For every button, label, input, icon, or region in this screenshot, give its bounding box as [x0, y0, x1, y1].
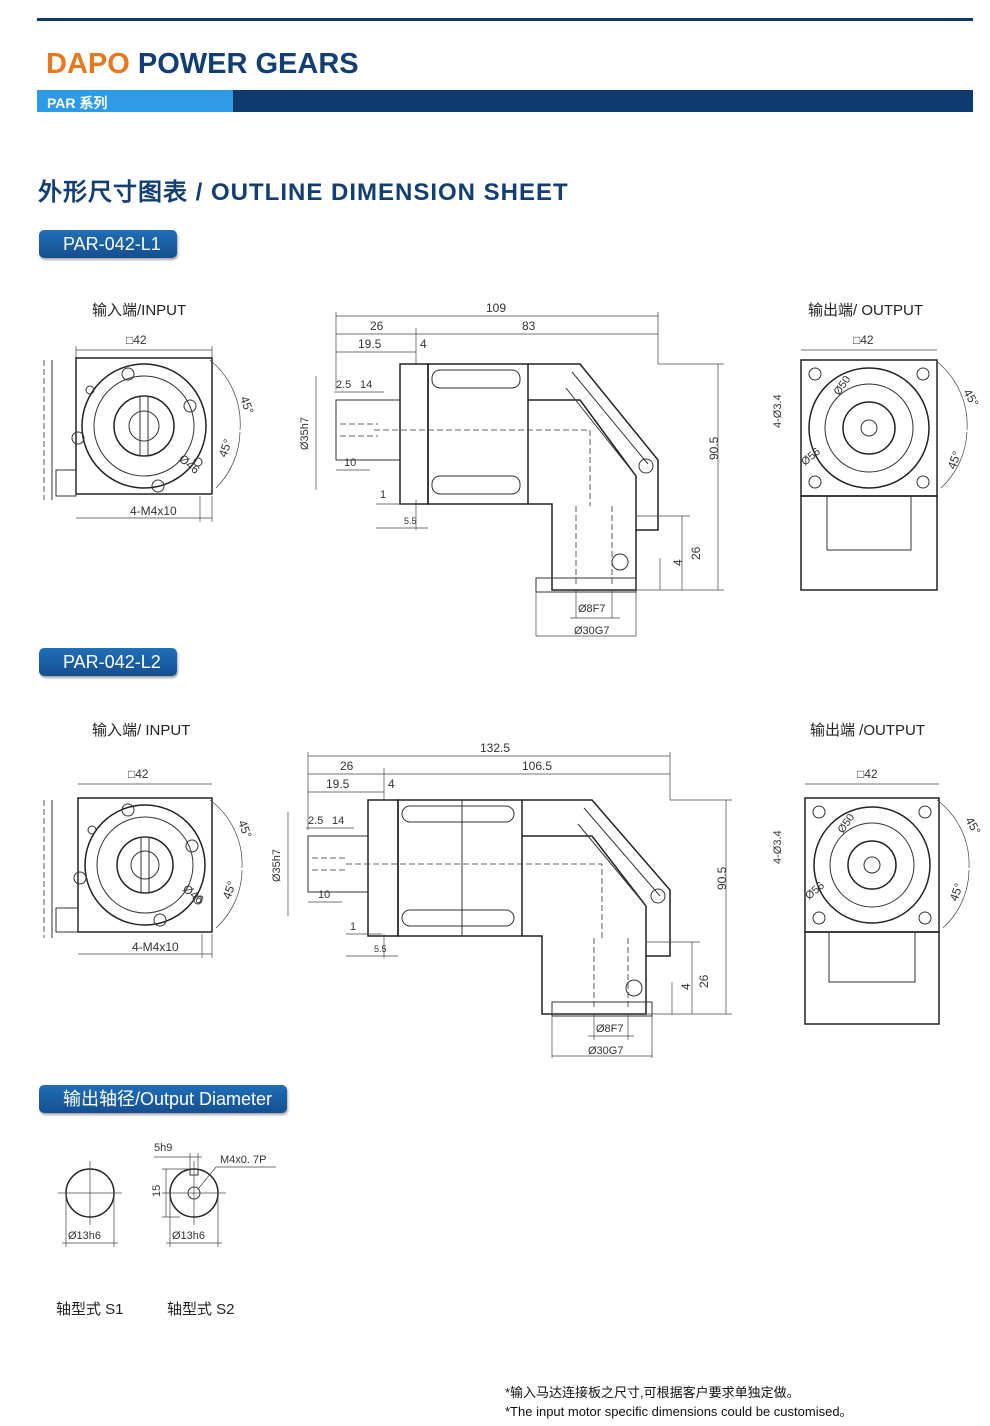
output-angle-2: 45°	[947, 881, 966, 903]
output-holes: 4-Ø3.4	[772, 830, 784, 864]
s2-label: 轴型式 S2	[167, 1301, 235, 1318]
model-1-pill: PAR-042-L1	[39, 230, 177, 258]
model-2-output-view: □42 4-Ø3.4 Ø50 Ø56 45° 45°	[772, 767, 982, 1025]
side-83: 106.5	[522, 759, 552, 773]
model-1-output-label: 输出端/ OUTPUT	[808, 302, 923, 319]
output-angle-1: 45°	[962, 815, 982, 838]
output-pcd50: Ø50	[836, 812, 858, 836]
side-height: 90.5	[715, 866, 729, 890]
series-bar: PAR 系列	[37, 90, 973, 112]
input-thread: 4-M4x10	[130, 504, 177, 518]
series-bar-accent	[37, 90, 233, 112]
model-2-side-view: 132.5 26 106.5 19.5 4 2.5 14 Ø35h7 10 1 …	[271, 741, 732, 1058]
series-label: PAR 系列	[47, 95, 108, 111]
side-pilot: Ø30G7	[588, 1045, 623, 1057]
side-14: 14	[332, 815, 344, 827]
side-1: 1	[350, 921, 356, 933]
output-square-dim: □42	[853, 333, 874, 347]
output-angle-1: 45°	[960, 387, 980, 410]
input-angle-1: 45°	[235, 818, 254, 840]
top-rule	[37, 18, 973, 21]
side-4b: 4	[671, 559, 685, 566]
side-5-5: 5.5	[404, 516, 417, 526]
output-angle-2: 45°	[945, 449, 964, 471]
output-pcd56: Ø56	[799, 446, 823, 469]
output-pcd56: Ø56	[803, 880, 827, 903]
s1-dia: Ø13h6	[68, 1230, 101, 1242]
input-thread: 4-M4x10	[132, 940, 179, 954]
model-2-output-label: 输出端 /OUTPUT	[810, 722, 925, 739]
output-pcd50: Ø50	[832, 374, 854, 398]
footnote-cn: *输入马达连接板之尺寸,可根据客户要求单独定做。	[505, 1385, 800, 1400]
side-total: 109	[486, 301, 506, 315]
output-diameter-drawings: Ø13h6 5h9 15 M4x0. 7P Ø13h6	[58, 1142, 276, 1247]
s2-key: 5h9	[154, 1142, 172, 1154]
side-19-5: 19.5	[326, 777, 350, 791]
input-angle-1: 45°	[237, 394, 256, 416]
s2-thread: M4x0. 7P	[220, 1154, 266, 1166]
s1-label: 轴型式 S1	[56, 1301, 124, 1318]
model-2-pill: PAR-042-L2	[39, 648, 177, 676]
model-1-input-label: 输入端/INPUT	[92, 302, 187, 319]
output-diameter-pill: 输出轴径/Output Diameter	[39, 1085, 287, 1113]
side-4: 4	[388, 777, 395, 791]
model-1-side-view: 109 26 83 19.5 4 2.5 14 Ø35h7 10 1 5.5 9…	[299, 301, 724, 637]
input-square-dim: □42	[128, 767, 149, 781]
brand-part1: DAPO	[46, 48, 130, 80]
side-height: 90.5	[707, 436, 721, 460]
side-14: 14	[360, 379, 372, 391]
model-2-input-view: □42 45° 45° Ø46 4-M4x10	[43, 767, 255, 958]
footnote-en: *The input motor specific dimensions cou…	[505, 1404, 853, 1419]
side-10: 10	[318, 889, 330, 901]
input-square-dim: □42	[126, 333, 147, 347]
sheet-title: 外形尺寸图表 / OUTLINE DIMENSION SHEET	[38, 179, 569, 206]
side-pilot: Ø30G7	[574, 625, 609, 637]
side-bore: Ø35h7	[299, 417, 311, 450]
output-square-dim: □42	[857, 767, 878, 781]
input-pcd: Ø46	[180, 882, 207, 908]
side-2-5: 2.5	[336, 379, 351, 391]
side-5-5: 5.5	[374, 944, 387, 954]
side-26b: 26	[697, 974, 711, 988]
side-83: 83	[522, 319, 536, 333]
side-shaft: Ø8F7	[578, 603, 606, 615]
s2-dia: Ø13h6	[172, 1230, 205, 1242]
side-1: 1	[380, 489, 386, 501]
input-angle-2: 45°	[216, 437, 235, 459]
model-2-input-label: 输入端/ INPUT	[92, 722, 191, 739]
side-26: 26	[370, 319, 384, 333]
output-holes: 4-Ø3.4	[772, 394, 784, 428]
side-26b: 26	[689, 546, 703, 560]
side-19-5: 19.5	[358, 337, 382, 351]
brand-part2: POWER GEARS	[137, 48, 359, 80]
model-1-output-view: □42 4-Ø3.4 Ø50 Ø56 45° 45°	[772, 333, 980, 591]
s2-height: 15	[151, 1185, 163, 1197]
side-2-5: 2.5	[308, 815, 323, 827]
side-26: 26	[340, 759, 354, 773]
side-total: 132.5	[480, 741, 510, 755]
side-shaft: Ø8F7	[596, 1023, 624, 1035]
side-4b: 4	[679, 983, 693, 990]
side-bore: Ø35h7	[271, 849, 283, 882]
input-angle-2: 45°	[220, 879, 239, 901]
side-4: 4	[420, 337, 427, 351]
side-10: 10	[344, 457, 356, 469]
brand-title: DAPO POWER GEARS	[46, 48, 359, 81]
model-1-input-view: □42 45° 45° Ø46 4-M4x10	[43, 333, 257, 522]
